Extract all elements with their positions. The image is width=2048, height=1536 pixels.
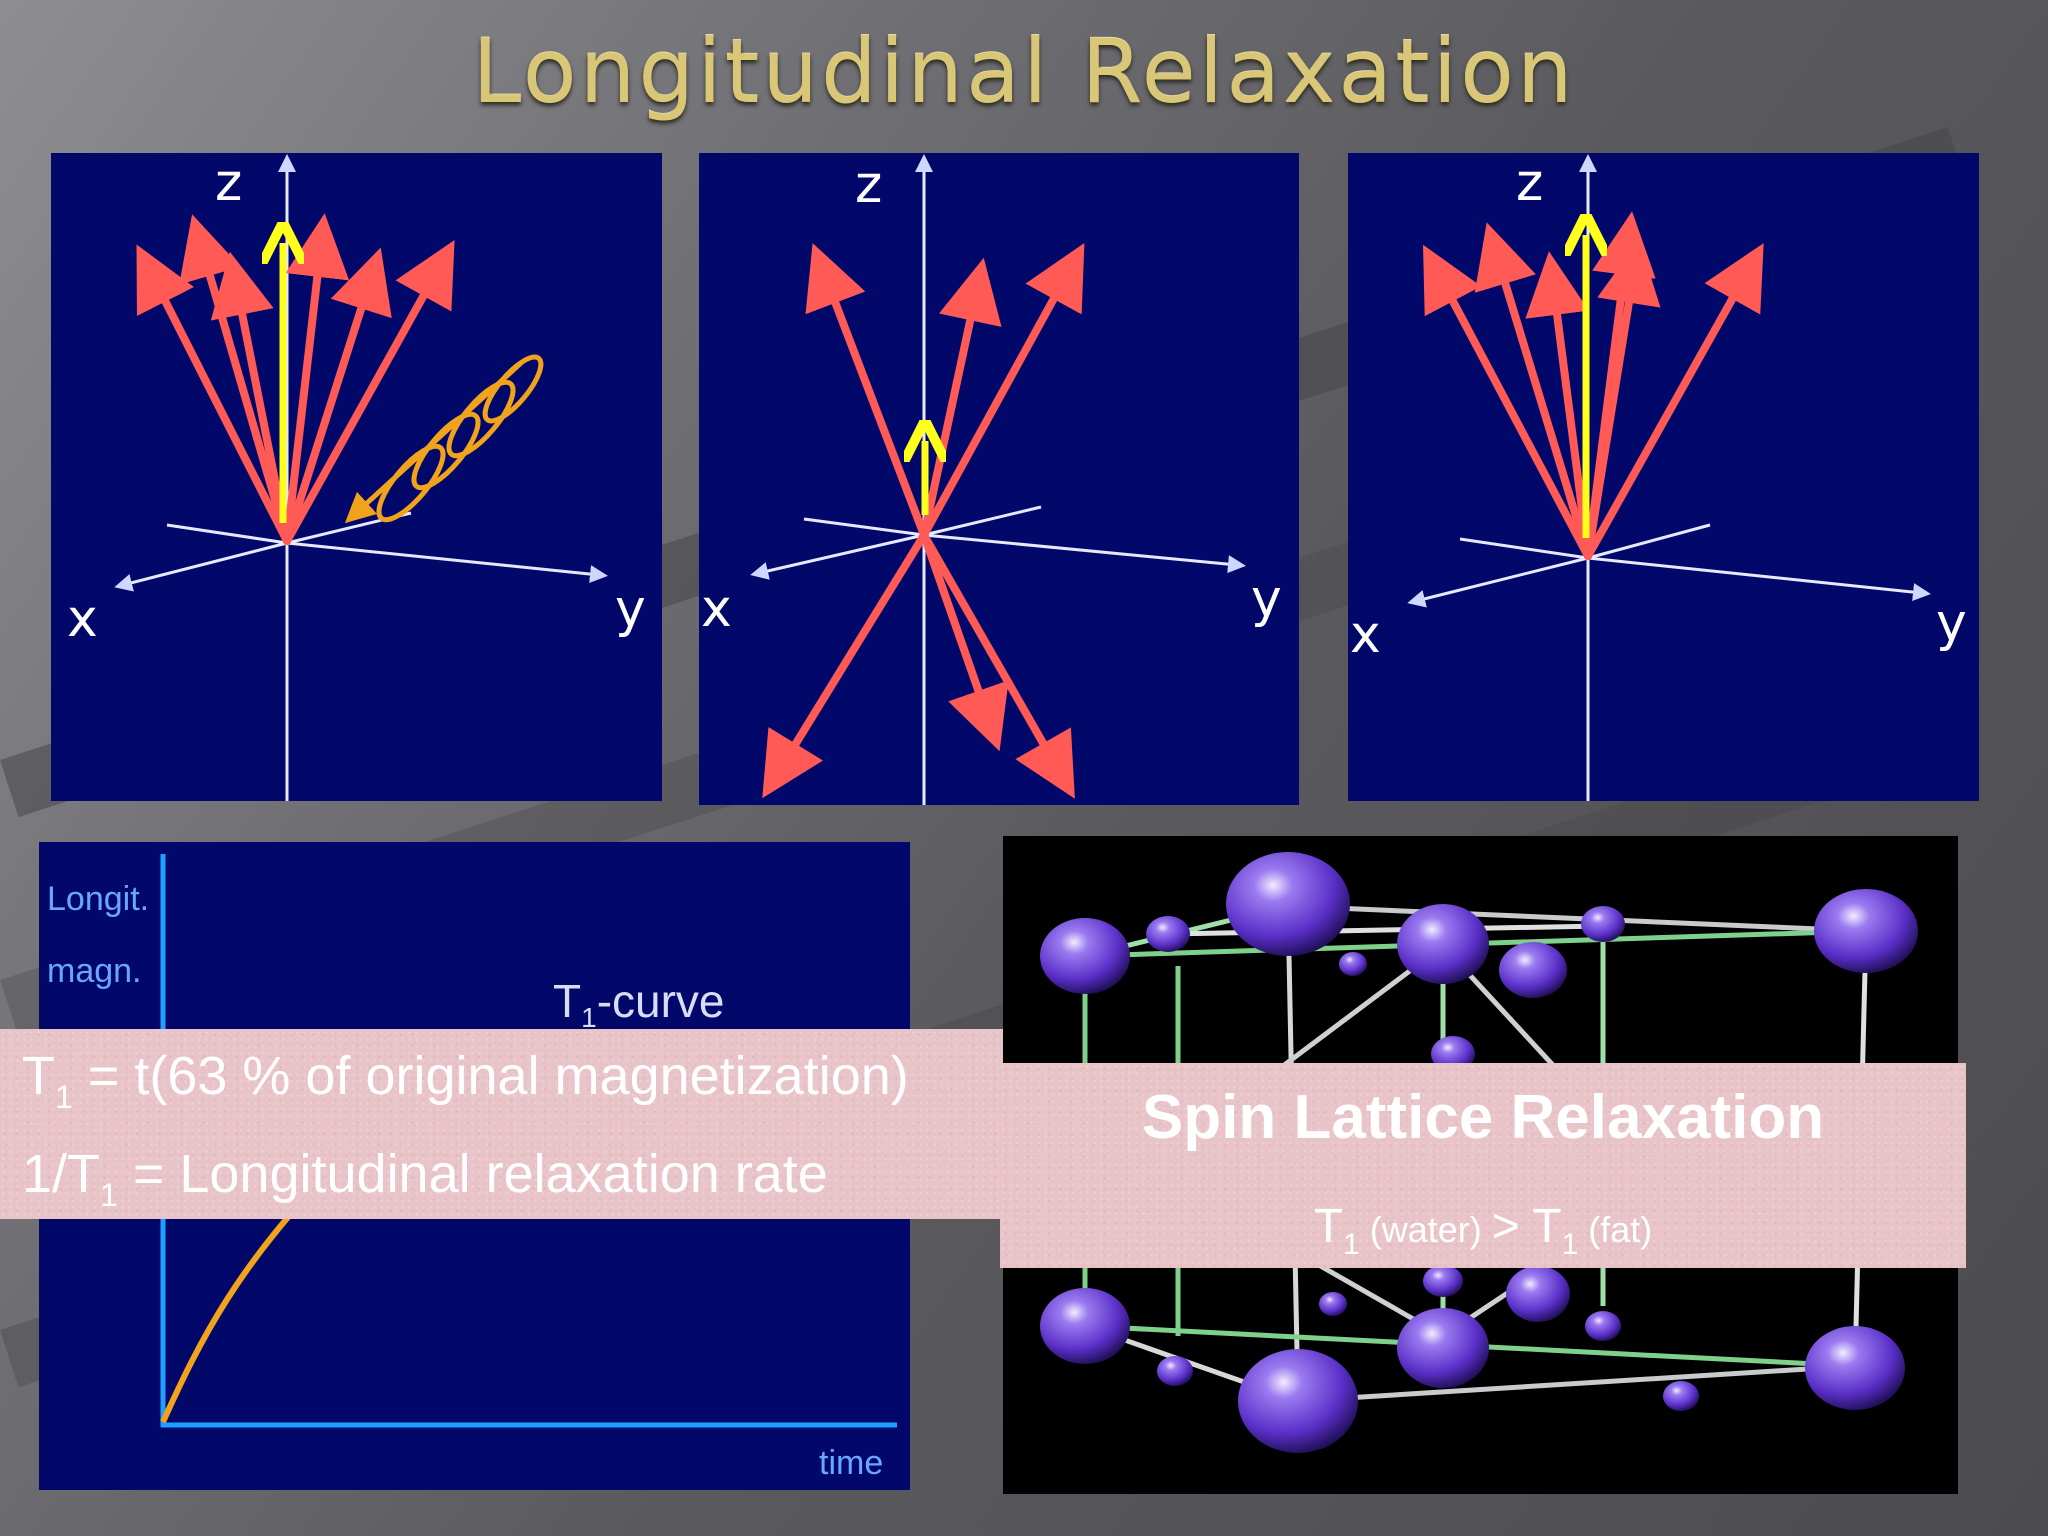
vector-diagram [114,154,608,801]
spin-vector-arrow-icon [762,242,1085,799]
y-axis-label-line2: magn. [47,952,142,990]
t1-water-subscript: 1 [1343,1228,1360,1261]
vector-diagram [1407,154,1931,801]
rate-subscript: 1 [100,1177,118,1213]
coordinate-axes [114,154,608,801]
vector-panel-recovered: z x y [1348,153,1979,801]
y-axis-label: y [615,579,646,639]
slide-title: Longitudinal Relaxation [472,20,1576,123]
t1-symbol: T [22,1046,55,1106]
spin-vector-arrow-icon [1423,211,1764,560]
coordinate-axes [750,154,1246,805]
rate-definition-text: = Longitudinal relaxation rate [117,1144,828,1204]
t1-definition-line: T1 = t(63 % of original magnetization) [22,1049,909,1113]
curve-label-symbol: T [553,975,582,1027]
lattice-drawing [1040,852,1918,1453]
y-axis-label: y [1251,569,1282,629]
spin-lattice-title: Spin Lattice Relaxation [1141,1083,1825,1152]
vector-diagram [750,154,1246,805]
t1-water-symbol: T [1313,1200,1344,1253]
x-axis-label: time [819,1444,884,1482]
y-axis-label-line1: Longit. [47,880,150,918]
water-label: (water) [1359,1209,1492,1250]
t1-curve-label: T1-curve [553,978,725,1032]
t1-definition-box: T1 = t(63 % of original magnetization) 1… [0,1029,1003,1219]
greater-than-sign: > [1491,1200,1533,1253]
vector-panel-dephased: z x y [699,153,1299,805]
t1-fat-symbol: T [1532,1200,1562,1253]
coordinate-axes [1407,154,1931,801]
t1-definition-text: = t(63 % of original magnetization) [72,1046,909,1106]
x-axis-label: x [1350,605,1381,665]
x-axis-label: x [701,579,732,639]
y-axis-label: y [1936,593,1967,653]
spin-vector-arrow-icon [136,213,455,545]
t1-comparison: T1 (water) > T1 (fat) [1000,1203,1966,1260]
vector-panel-rf-excitation: z x y [51,153,662,801]
t1-fat-subscript: 1 [1561,1228,1579,1261]
relaxation-rate-line: 1/T1 = Longitudinal relaxation rate [22,1147,828,1211]
rate-symbol: 1/T [22,1144,101,1204]
atom-sphere-icon [1040,852,1918,1453]
z-axis-label: z [1516,153,1544,213]
z-axis-label: z [855,155,883,215]
spin-lattice-box: Spin Lattice Relaxation T1 (water) > T1 … [1000,1063,1966,1268]
fat-label: (fat) [1578,1209,1653,1250]
t1-subscript: 1 [55,1079,73,1115]
curve-label-suffix: -curve [596,975,725,1027]
rf-wave-icon [344,354,544,524]
z-axis-label: z [215,153,243,213]
x-axis-label: x [67,589,98,649]
curve-label-subscript: 1 [581,1002,597,1034]
